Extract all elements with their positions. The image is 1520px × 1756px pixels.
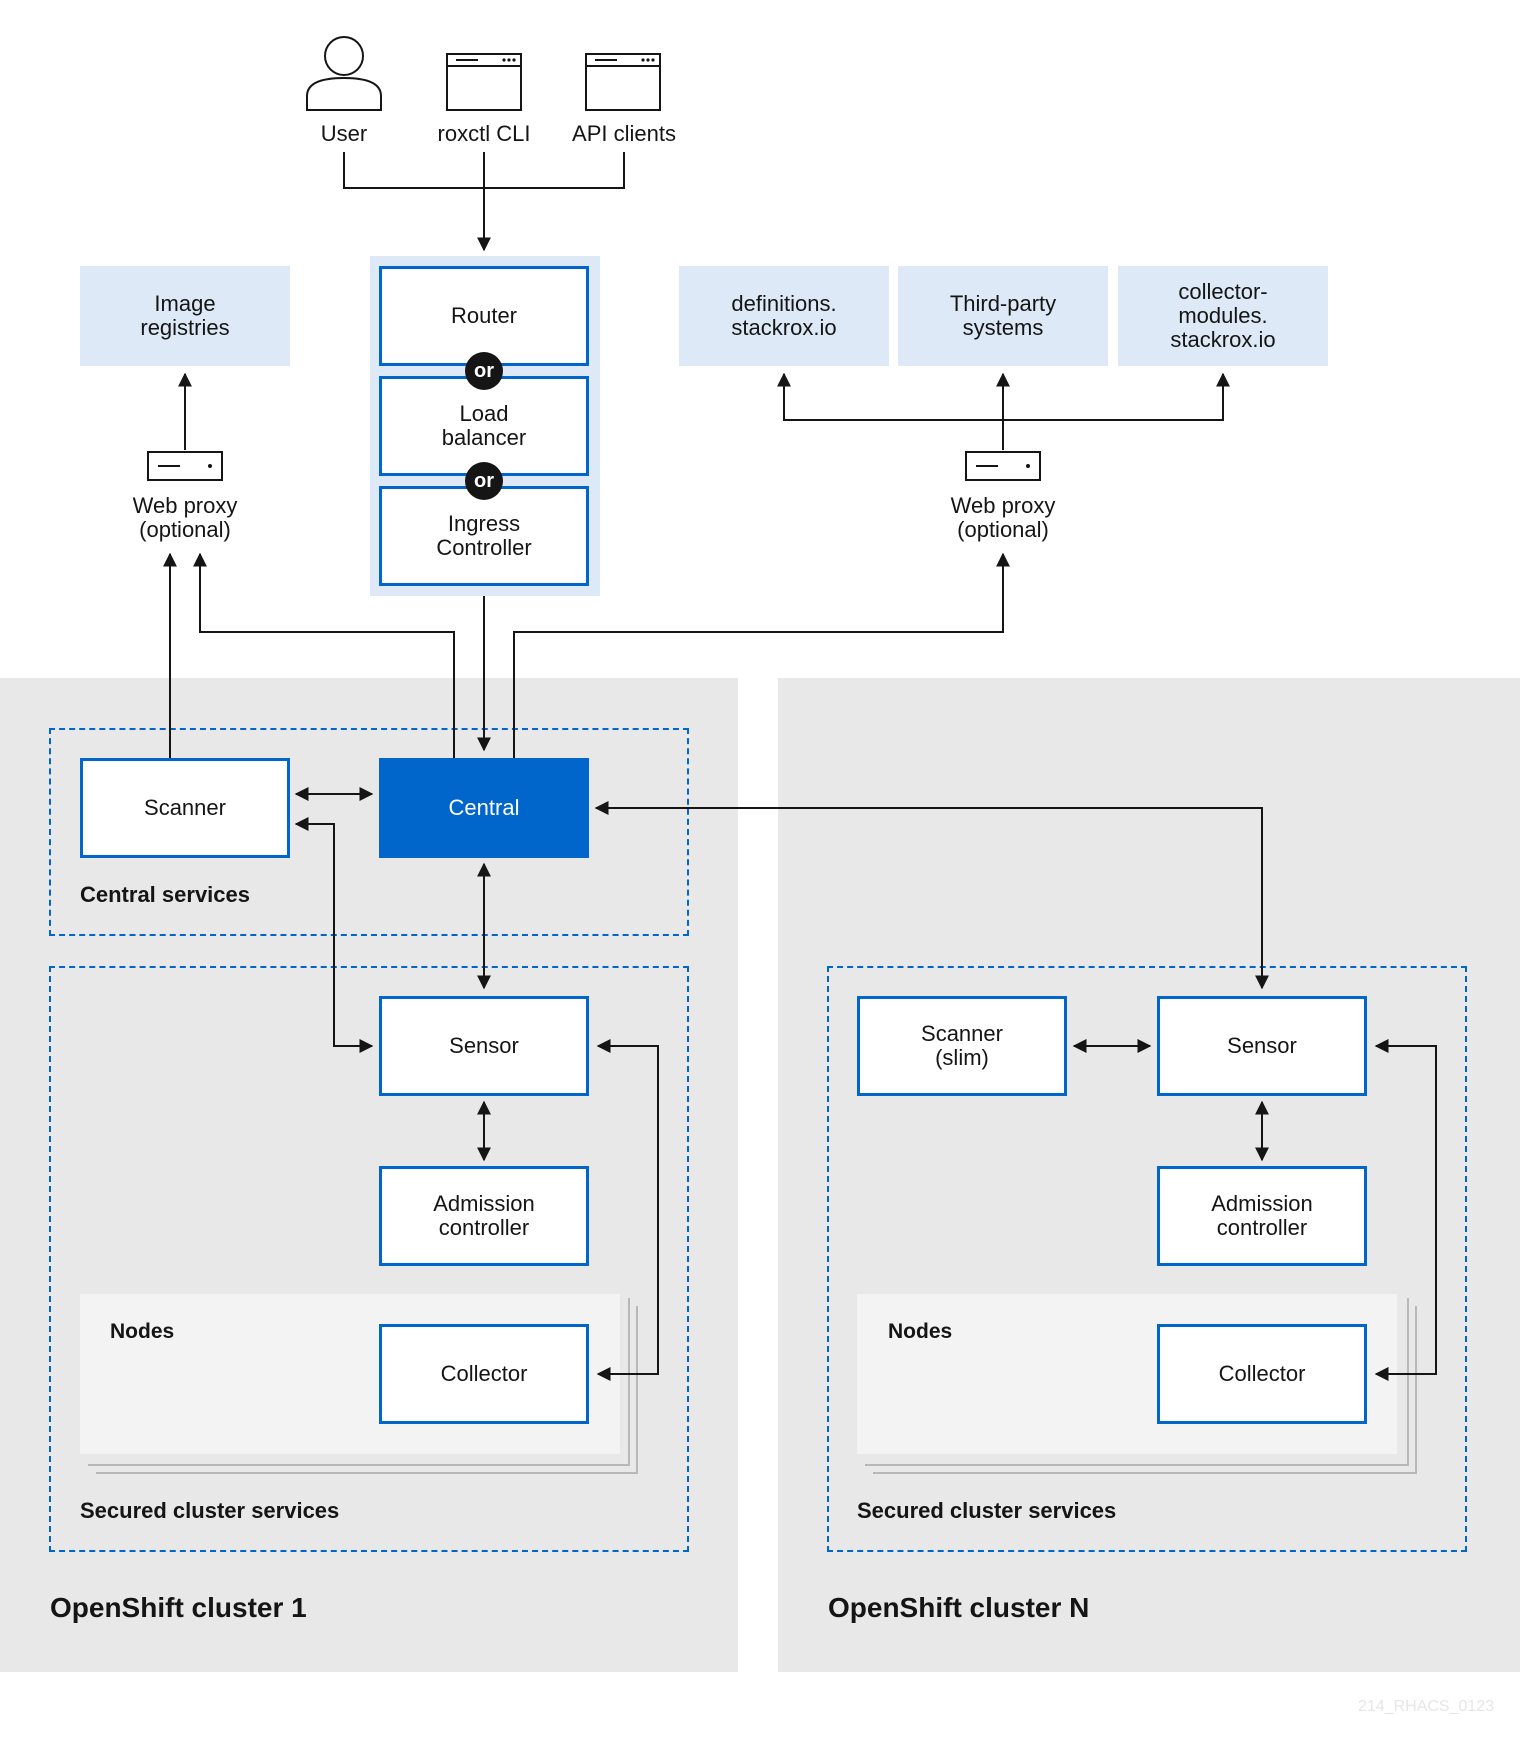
collector-box-n: Collector: [1157, 1324, 1367, 1424]
nodes-stack-shadow-2: [88, 1298, 630, 1466]
router-box: Router: [379, 266, 589, 366]
ingress-controller-box: Ingress Controller: [379, 486, 589, 586]
proxy-icon-left: [147, 451, 223, 481]
roxctl-cli-label: roxctl CLI: [437, 121, 531, 146]
user-icon: [306, 36, 382, 111]
collector-modules-box: collector- modules. stackrox.io: [1118, 266, 1328, 366]
scanner-box: Scanner: [80, 758, 290, 858]
scanner-slim-box: Scanner (slim): [857, 996, 1067, 1096]
central-box: Central: [379, 758, 589, 858]
third-party-systems-box: Third-party systems: [898, 266, 1108, 366]
nodes-stack-shadow-n1: [873, 1306, 1417, 1474]
secured-cluster-services-title-1: Secured cluster services: [80, 1498, 340, 1523]
or-badge-1: or: [465, 352, 503, 390]
terminal-icon-roxctl: [446, 53, 522, 111]
sensor-box-1: Sensor: [379, 996, 589, 1096]
definitions-stackrox-box: definitions. stackrox.io: [679, 266, 889, 366]
sensor-box-n: Sensor: [1157, 996, 1367, 1096]
nodes-stack-shadow-1: [96, 1306, 638, 1474]
api-clients-label: API clients: [572, 121, 676, 146]
proxy-icon-right: [965, 451, 1041, 481]
user-label: User: [320, 121, 368, 146]
web-proxy-label-right: Web proxy (optional): [950, 493, 1056, 542]
nodes-stack-shadow-n2: [865, 1298, 1409, 1466]
admission-controller-box-1: Admission controller: [379, 1166, 589, 1266]
figure-id-watermark: 214_RHACS_0123: [1358, 1698, 1495, 1715]
image-registries-box: Image registries: [80, 266, 290, 366]
cluster-n-title: OpenShift cluster N: [828, 1592, 1090, 1623]
web-proxy-label-left: Web proxy (optional): [132, 493, 238, 542]
terminal-icon-api: [585, 53, 661, 111]
central-services-title: Central services: [80, 882, 250, 907]
cluster-1-title: OpenShift cluster 1: [50, 1592, 307, 1623]
collector-box-1: Collector: [379, 1324, 589, 1424]
load-balancer-box: Load balancer: [379, 376, 589, 476]
nodes-label-n: Nodes: [888, 1320, 953, 1343]
or-badge-2: or: [465, 462, 503, 500]
nodes-label-1: Nodes: [110, 1320, 175, 1343]
secured-cluster-services-title-n: Secured cluster services: [857, 1498, 1117, 1523]
admission-controller-box-n: Admission controller: [1157, 1166, 1367, 1266]
